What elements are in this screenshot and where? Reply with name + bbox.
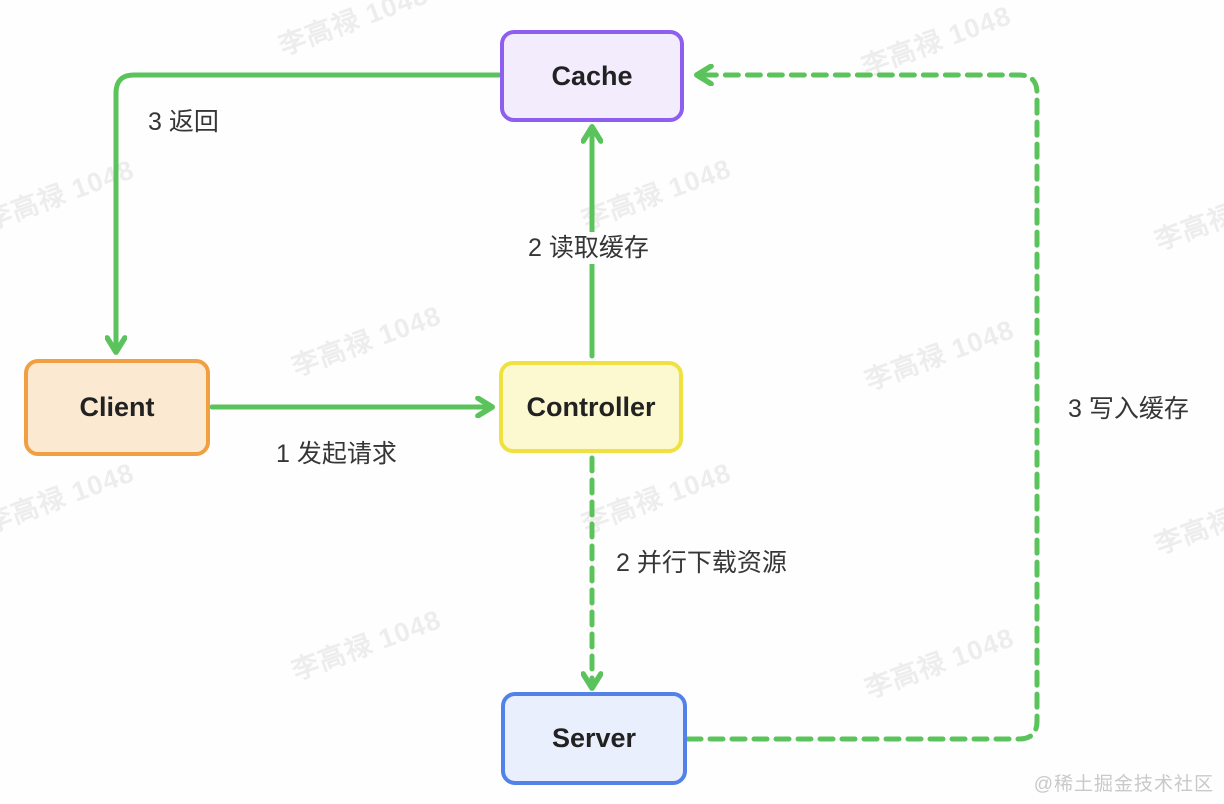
edge-label-read-cache: 2 读取缓存 [518,232,659,264]
edge-label-return: 3 返回 [148,108,219,136]
node-cache: Cache [500,30,684,122]
node-server-label: Server [551,723,637,753]
edge-label-parallel-download: 2 并行下载资源 [616,549,787,577]
node-controller-label: Controller [526,391,656,422]
arrow-return [116,72,502,350]
community-watermark: @稀土掘金技术社区 [1033,774,1214,795]
edge-label-write-cache: 3 写入缓存 [1068,395,1189,423]
edge-label-request: 1 发起请求 [276,440,397,468]
node-controller: Controller [499,361,683,453]
node-client: Client [24,359,210,456]
node-server: Server [501,692,687,785]
node-cache-label: Cache [551,60,633,91]
arrow-write-cache [685,75,1040,742]
node-client-label: Client [79,392,155,422]
